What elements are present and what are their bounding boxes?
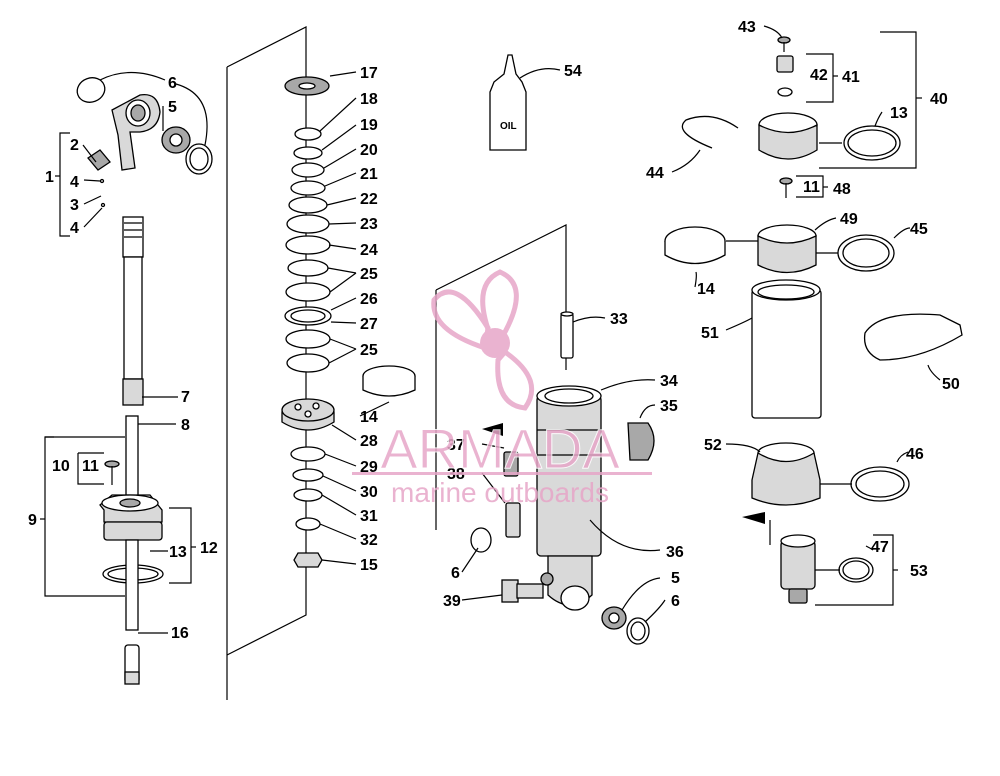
callout-27: 27 [360, 316, 378, 333]
callout-2: 2 [70, 137, 79, 154]
leader-lines [40, 25, 941, 634]
callout-45: 45 [910, 221, 928, 238]
callout-29: 29 [360, 459, 378, 476]
callout-34: 34 [660, 373, 678, 390]
callout-labels: 6 5 2 1 4 3 4 7 8 10 11 9 12 13 16 17 18… [28, 19, 960, 642]
callout-35: 35 [660, 398, 678, 415]
callout-54: 54 [564, 63, 582, 80]
callout-30: 30 [360, 484, 378, 501]
callout-4: 4 [70, 174, 79, 191]
callout-13: 13 [169, 544, 187, 561]
callout-14: 14 [360, 409, 378, 426]
rear-shaft-assembly [76, 77, 213, 685]
callout-23: 23 [360, 216, 378, 233]
callout-26: 26 [360, 291, 378, 308]
callout-8: 8 [181, 417, 190, 434]
callout-7: 7 [181, 389, 190, 406]
callout-49: 49 [840, 211, 858, 228]
callout-36: 36 [666, 544, 684, 561]
callout-10: 10 [52, 458, 70, 475]
propeller-logo [431, 269, 535, 411]
callout-15: 15 [360, 557, 378, 574]
watermark-brand: ARMADA [380, 417, 620, 480]
callout-21: 21 [360, 166, 378, 183]
callout-6: 6 [671, 593, 680, 610]
watermark-rule [352, 472, 652, 475]
watermark: ARMADA marine outboards [352, 269, 652, 508]
callout-18: 18 [360, 91, 378, 108]
callout-12: 12 [200, 540, 218, 557]
callout-43: 43 [738, 19, 756, 36]
callout-44: 44 [646, 165, 664, 182]
callout-5: 5 [671, 570, 680, 587]
oil-label: OIL [500, 121, 517, 132]
callout-25: 25 [360, 266, 378, 283]
callout-3: 3 [70, 197, 79, 214]
callout-50: 50 [942, 376, 960, 393]
callout-32: 32 [360, 532, 378, 549]
callout-28: 28 [360, 433, 378, 450]
shock-body [470, 311, 655, 645]
callout-39: 39 [443, 593, 461, 610]
callout-13: 13 [890, 105, 908, 122]
callout-11: 11 [82, 458, 99, 475]
callout-52: 52 [704, 437, 722, 454]
callout-24: 24 [360, 242, 378, 259]
callout-42: 42 [810, 67, 828, 84]
oil-bottle: OIL [489, 54, 527, 151]
reservoir-assembly [664, 36, 963, 604]
callout-6: 6 [451, 565, 460, 582]
direction-arrows [482, 423, 765, 524]
callout-22: 22 [360, 191, 378, 208]
callout-4: 4 [70, 220, 79, 237]
callout-53: 53 [910, 563, 928, 580]
callout-37: 37 [447, 437, 465, 454]
callout-40: 40 [930, 91, 948, 108]
callout-47: 47 [871, 539, 889, 556]
callout-46: 46 [906, 446, 924, 463]
callout-1: 1 [45, 169, 54, 186]
watermark-tagline: marine outboards [391, 477, 609, 508]
callout-48: 48 [833, 181, 851, 198]
callout-11: 11 [803, 179, 820, 196]
callout-19: 19 [360, 117, 378, 134]
callout-16: 16 [171, 625, 189, 642]
callout-41: 41 [842, 69, 860, 86]
callout-31: 31 [360, 508, 378, 525]
callout-33: 33 [610, 311, 628, 328]
shim-stack [281, 76, 416, 568]
callout-6: 6 [168, 75, 177, 92]
callout-5: 5 [168, 99, 177, 116]
callout-14: 14 [697, 281, 715, 298]
callout-17: 17 [360, 65, 378, 82]
callout-25: 25 [360, 342, 378, 359]
callout-20: 20 [360, 142, 378, 159]
callout-51: 51 [701, 325, 719, 342]
callout-9: 9 [28, 512, 37, 529]
